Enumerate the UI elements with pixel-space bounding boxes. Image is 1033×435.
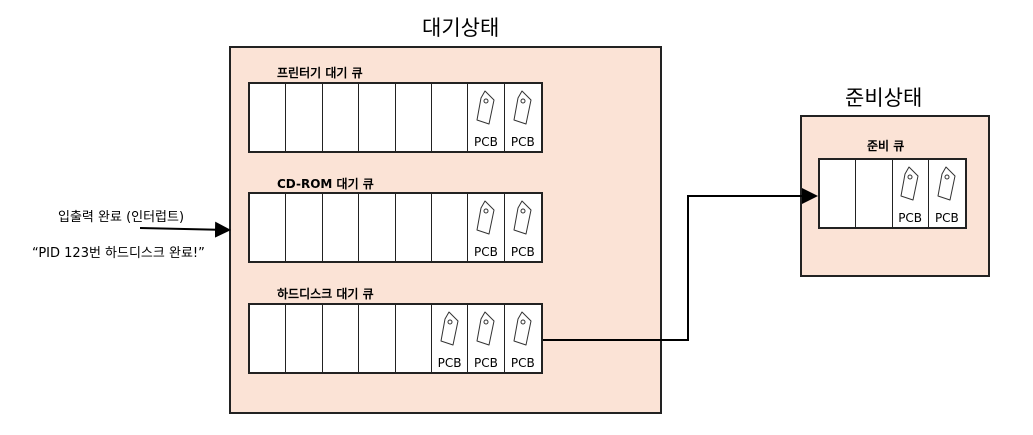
pcb-item: PCB [468, 84, 503, 151]
tag-icon [937, 166, 956, 201]
pcb-item: PCB [505, 84, 541, 151]
queue-slot [322, 194, 360, 261]
pcb-label: PCB [898, 211, 923, 225]
queue-slot: PCB [504, 305, 541, 372]
ready-state-title: 준비상태 [845, 86, 923, 110]
queue-slot [359, 84, 396, 151]
pcb-label: PCB [510, 356, 535, 370]
tag-icon [513, 200, 532, 235]
queue-slot: PCB [504, 194, 541, 261]
queue-slot: PCB [431, 305, 469, 372]
ready-queue: PCB PCB [818, 158, 967, 229]
queue-slot: PCB [504, 84, 541, 151]
tag-icon [476, 200, 495, 235]
queue-slot [322, 305, 360, 372]
pcb-label: PCB [474, 135, 498, 149]
pcb-item: PCB [929, 160, 965, 227]
interrupt-arrow [139, 221, 231, 238]
queue-slot [322, 84, 360, 151]
tag-icon [900, 166, 919, 201]
queue-slot: PCB [892, 160, 929, 227]
queue-slot: PCB [468, 84, 505, 151]
pcb-label: PCB [934, 211, 959, 225]
queue-slot: PCB [468, 194, 505, 261]
queue-slot: PCB [468, 305, 505, 372]
interrupt-message: “PID 123번 하드디스크 완료!” [32, 246, 205, 261]
queue-slot [250, 84, 287, 151]
waiting-state-title: 대기상태 [422, 16, 500, 40]
queue-slot: PCB [928, 160, 965, 227]
queue-slot [250, 305, 287, 372]
pcb-item: PCB [468, 305, 503, 372]
queue-slot [286, 84, 323, 151]
pcb-label: PCB [474, 245, 498, 259]
queue-slot [395, 194, 432, 261]
pcb-item: PCB [432, 305, 467, 372]
tag-icon [440, 311, 459, 346]
queue-slot [359, 194, 396, 261]
queue-slot [431, 194, 469, 261]
queue-slot [359, 305, 396, 372]
cdrom-queue: PCB PCB [248, 192, 543, 263]
queue-slot [286, 194, 323, 261]
ready-queue-label: 준비 큐 [867, 139, 905, 153]
tag-icon [476, 311, 495, 346]
cdrom-queue-label: CD-ROM 대기 큐 [277, 177, 374, 191]
queue-slot [431, 84, 469, 151]
queue-slot [856, 160, 893, 227]
pcb-label: PCB [510, 245, 535, 259]
to-ready-arrow [543, 188, 818, 341]
pcb-label: PCB [510, 135, 535, 149]
queue-slot [250, 194, 287, 261]
interrupt-label: 입출력 완료 (인터럽트) [58, 210, 185, 225]
pcb-item: PCB [505, 305, 541, 372]
printer-queue: PCB PCB [248, 82, 543, 153]
harddisk-queue-label: 하드디스크 대기 큐 [277, 287, 374, 301]
queue-slot [395, 305, 432, 372]
pcb-item: PCB [468, 194, 503, 261]
queue-slot [820, 160, 857, 227]
pcb-item: PCB [505, 194, 541, 261]
tag-icon [513, 90, 532, 125]
pcb-label: PCB [437, 356, 462, 370]
pcb-item: PCB [893, 160, 928, 227]
tag-icon [476, 90, 495, 125]
queue-slot [286, 305, 323, 372]
harddisk-queue: PCB PCB PCB [248, 303, 543, 374]
pcb-label: PCB [474, 356, 498, 370]
queue-slot [395, 84, 432, 151]
printer-queue-label: 프린터기 대기 큐 [277, 66, 363, 80]
tag-icon [513, 311, 532, 346]
